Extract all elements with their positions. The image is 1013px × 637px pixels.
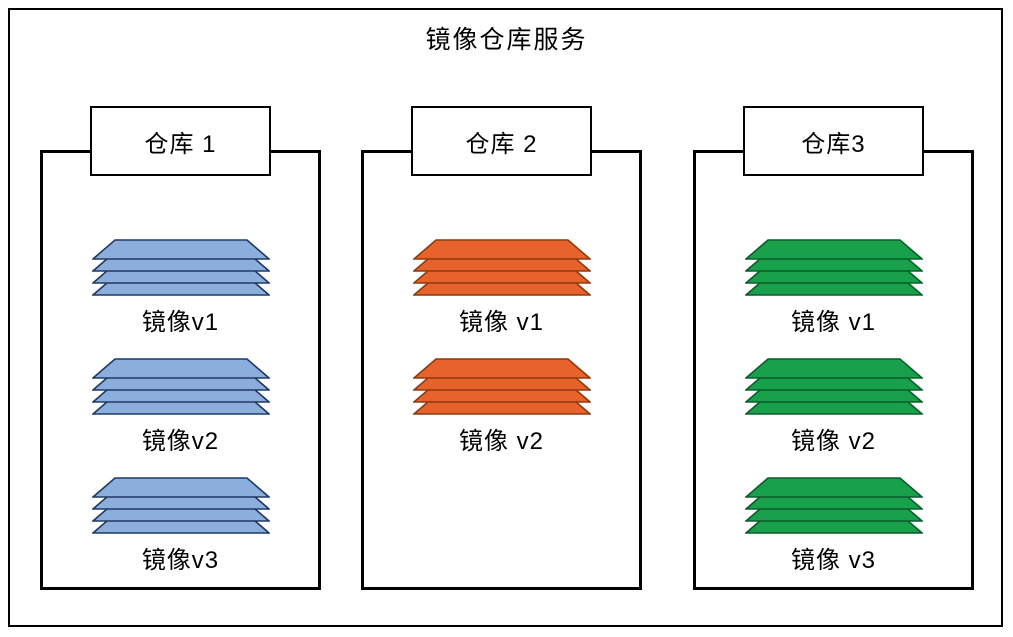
diagram-title: 镜像仓库服务 (425, 26, 588, 54)
image-stack-label: 镜像 v1 (458, 309, 544, 336)
warehouse-box-3: 镜像 v1 镜像 v2 镜像 v3 (693, 150, 974, 590)
layer-sheet (412, 358, 591, 379)
image-stack-1-3: 镜像v3 (43, 477, 318, 575)
layer-stack-icon (412, 239, 591, 296)
image-stack-label: 镜像v3 (141, 547, 220, 574)
image-stack-3-1: 镜像 v1 (696, 239, 971, 337)
image-stack-1-1: 镜像v1 (43, 239, 318, 337)
layer-stack-icon (744, 239, 923, 296)
warehouse-label: 仓库3 (801, 130, 866, 158)
layer-stack-icon (91, 358, 270, 415)
layer-stack-icon (744, 477, 923, 534)
image-stack-2-1: 镜像 v1 (364, 239, 639, 337)
layer-stack-icon (91, 477, 270, 534)
image-stack-label: 镜像 v3 (790, 547, 876, 574)
warehouse-label-box-3: 仓库3 (743, 106, 924, 176)
warehouse-label: 仓库 2 (465, 130, 538, 158)
layer-sheet (412, 239, 591, 260)
warehouse-1: 镜像v1 镜像v2 镜像v3 仓库 1 (40, 106, 321, 590)
layer-sheet (91, 358, 270, 379)
layer-sheet (91, 239, 270, 260)
image-stack-label: 镜像v2 (141, 428, 220, 455)
warehouse-3: 镜像 v1 镜像 v2 镜像 v3 仓库3 (693, 106, 974, 590)
warehouse-2: 镜像 v1 镜像 v2 仓库 2 (361, 106, 642, 590)
layer-stack-icon (744, 358, 923, 415)
image-stack-3-3: 镜像 v3 (696, 477, 971, 575)
warehouse-box-2: 镜像 v1 镜像 v2 (361, 150, 642, 590)
image-stack-label: 镜像 v1 (790, 309, 876, 336)
layer-sheet (744, 239, 923, 260)
warehouse-label-box-1: 仓库 1 (90, 106, 271, 176)
layer-stack-icon (91, 239, 270, 296)
image-stack-2-2: 镜像 v2 (364, 358, 639, 456)
layer-stack-icon (412, 358, 591, 415)
layer-sheet (744, 477, 923, 498)
layer-sheet (744, 358, 923, 379)
image-stack-1-2: 镜像v2 (43, 358, 318, 456)
image-stack-label: 镜像 v2 (458, 428, 544, 455)
warehouse-label-box-2: 仓库 2 (411, 106, 592, 176)
image-stack-label: 镜像v1 (141, 309, 220, 336)
image-stack-3-2: 镜像 v2 (696, 358, 971, 456)
warehouse-label: 仓库 1 (144, 130, 217, 158)
image-stack-label: 镜像 v2 (790, 428, 876, 455)
layer-sheet (91, 477, 270, 498)
warehouse-box-1: 镜像v1 镜像v2 镜像v3 (40, 150, 321, 590)
